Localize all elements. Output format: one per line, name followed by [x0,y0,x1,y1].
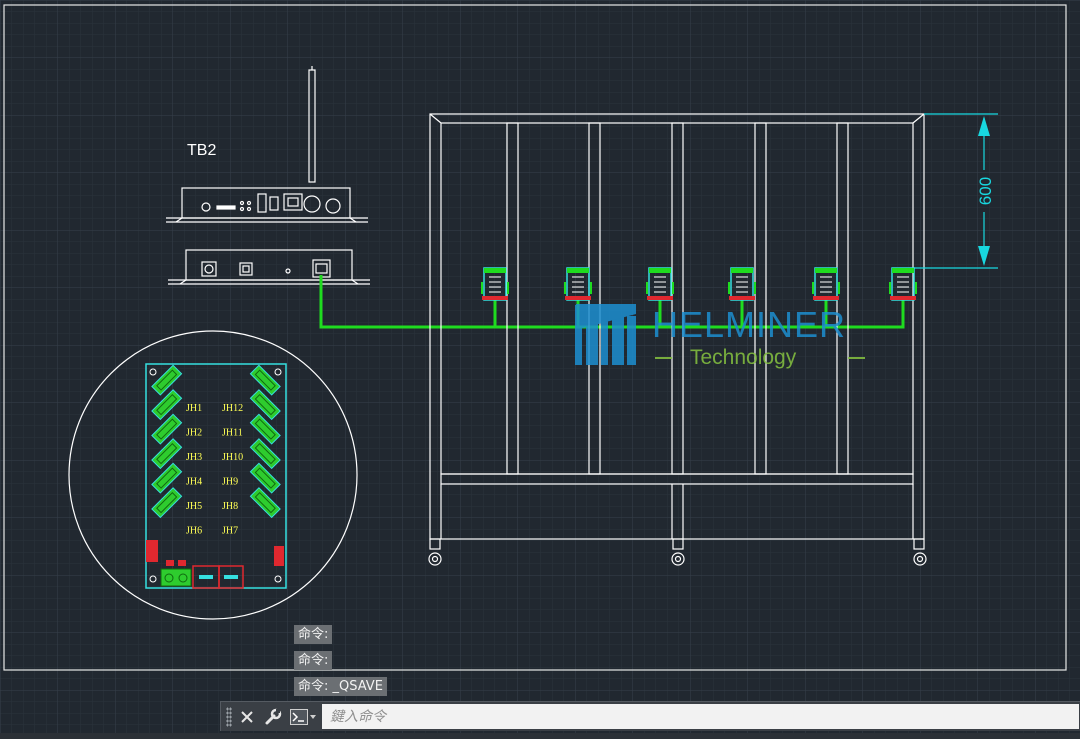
board-header [151,438,183,470]
board-header [249,389,281,421]
board-label: JH6 [186,526,202,537]
command-history: 命令: 命令: 命令: _QSAVE [294,625,387,696]
tb2-device: TB2 [166,66,370,285]
drawing-border [3,4,1067,671]
board-header [151,487,183,519]
command-prompt-menu[interactable] [290,708,318,725]
command-input[interactable] [322,704,1079,729]
drag-handle[interactable] [226,706,232,727]
board-label: JH1 [186,403,202,414]
connector-module [646,267,674,301]
command-history-line: 命令: [294,625,333,644]
board-label: JH12 [222,403,243,414]
board-header [151,364,183,396]
board-label: JH7 [222,526,238,537]
dimension-text: 600 [976,177,995,205]
board-header [249,438,281,470]
connector-module [728,267,756,301]
helminer-logo: HELMINER Technology [575,304,865,369]
command-history-line: 命令: _QSAVE [294,677,387,696]
board-label: JH8 [222,501,238,512]
connector-module [564,267,592,301]
board-header [249,462,281,494]
command-prompt-icon [290,708,308,725]
board-header [249,487,281,519]
board-header [151,413,183,445]
board-header [249,364,281,396]
board-label: JH5 [186,501,202,512]
device-label: TB2 [187,142,216,159]
command-line-bar [220,701,1080,731]
board-label: JH10 [222,452,243,463]
board-label: JH2 [186,428,202,439]
board-header [249,413,281,445]
board-label: JH11 [222,428,243,439]
connector-module [889,267,917,301]
command-history-line: 命令: [294,651,333,670]
board-label: JH9 [222,477,238,488]
watermark-brand: HELMINER [652,304,846,345]
board-label: JH4 [186,477,202,488]
close-icon[interactable] [236,706,258,728]
chevron-down-icon [310,714,316,719]
board-header [151,389,183,421]
connector-module [812,267,840,301]
board-header [151,462,183,494]
dimension-600: 600 [912,113,998,269]
wrench-icon[interactable] [262,706,284,728]
watermark-tagline: Technology [690,346,797,369]
board-label: JH3 [186,452,202,463]
connector-module [481,267,509,301]
connector-modules [481,267,917,301]
status-strip [0,733,1080,739]
